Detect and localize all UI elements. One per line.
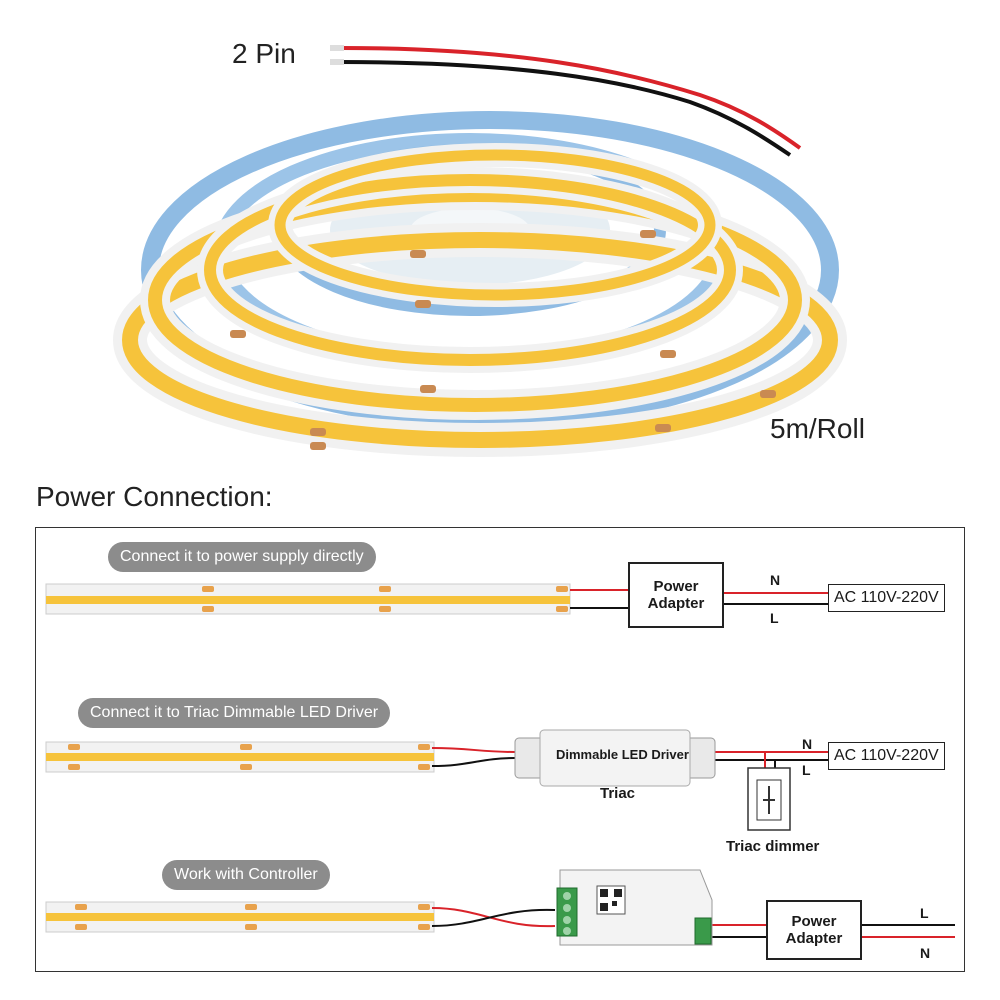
- controller-body: [556, 869, 713, 946]
- row1-led-strip: [45, 583, 571, 615]
- row1-power-adapter-label: Power Adapter: [647, 578, 705, 612]
- led-strip-coils: [113, 143, 847, 457]
- row2-dimmer-caption: Triac dimmer: [726, 838, 820, 855]
- roll-length-label: 5m/Roll: [770, 413, 865, 444]
- row1-pill: Connect it to power supply directly: [108, 542, 376, 572]
- section-title: Power Connection:: [36, 481, 273, 512]
- row3-wire-n: N: [920, 945, 931, 961]
- row2-pill: Connect it to Triac Dimmable LED Driver: [78, 698, 391, 728]
- row1-power-adapter-box: Power Adapter: [628, 562, 724, 628]
- row1-ac-label: AC 110V-220V: [828, 584, 945, 612]
- row2-ac-label: AC 110V-220V: [828, 742, 945, 770]
- row3-wires: [431, 907, 955, 938]
- led-strip-roll-illustration: [113, 45, 847, 457]
- triac-dimmer-switch: [747, 767, 791, 831]
- row3-pill: Work with Controller: [162, 860, 330, 890]
- row1-wire-l: L: [770, 610, 779, 626]
- row2-led-strip: [45, 741, 435, 773]
- row3-wire-l: L: [920, 905, 929, 921]
- row3-power-adapter-label: Power Adapter: [785, 913, 843, 947]
- row3-led-strip: [45, 901, 435, 933]
- dimmable-driver-body: [514, 729, 716, 787]
- pin-label: 2 Pin: [232, 38, 296, 69]
- row2-driver-label: Dimmable LED Driver: [556, 747, 689, 762]
- row1-wires: [570, 589, 828, 609]
- connection-diagram-frame: [35, 527, 965, 972]
- row2-wire-n: N: [802, 736, 813, 752]
- row3-power-adapter-box: Power Adapter: [766, 900, 862, 960]
- wire-pair-illustration: [330, 45, 802, 157]
- row1-wire-n: N: [770, 572, 781, 588]
- row2-wires: [431, 747, 828, 768]
- row2-driver-caption: Triac: [600, 785, 636, 802]
- row2-wire-l: L: [802, 762, 811, 778]
